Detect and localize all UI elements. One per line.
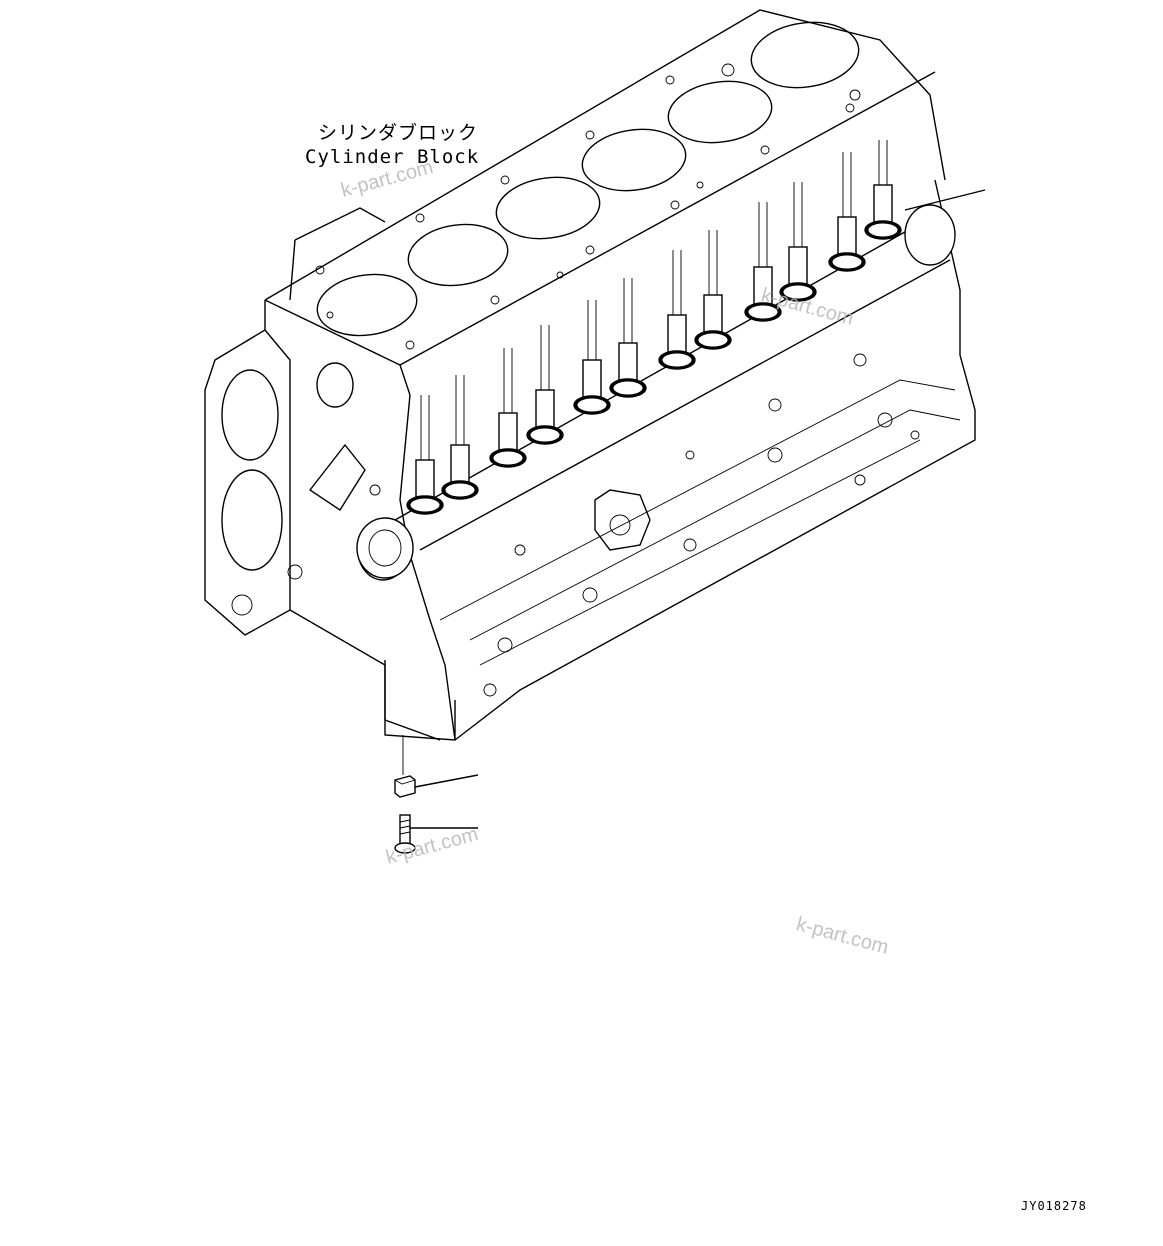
- cylinder-bores: [316, 21, 860, 337]
- cylinder-block-label-jp: シリンダブロック: [318, 122, 479, 144]
- block-front-face: [204, 300, 456, 741]
- plug-part: [394, 775, 416, 798]
- stud-bolt-part: [394, 814, 416, 854]
- block-top-deck: [264, 9, 946, 396]
- drawing-code: JY018278: [1021, 1199, 1087, 1213]
- block-side-face: [399, 179, 976, 741]
- cylinder-block-label-en: Cylinder Block: [305, 146, 480, 168]
- deck-holes: [315, 63, 861, 350]
- leader-lines: [402, 189, 986, 829]
- injector-sleeves: [406, 140, 902, 515]
